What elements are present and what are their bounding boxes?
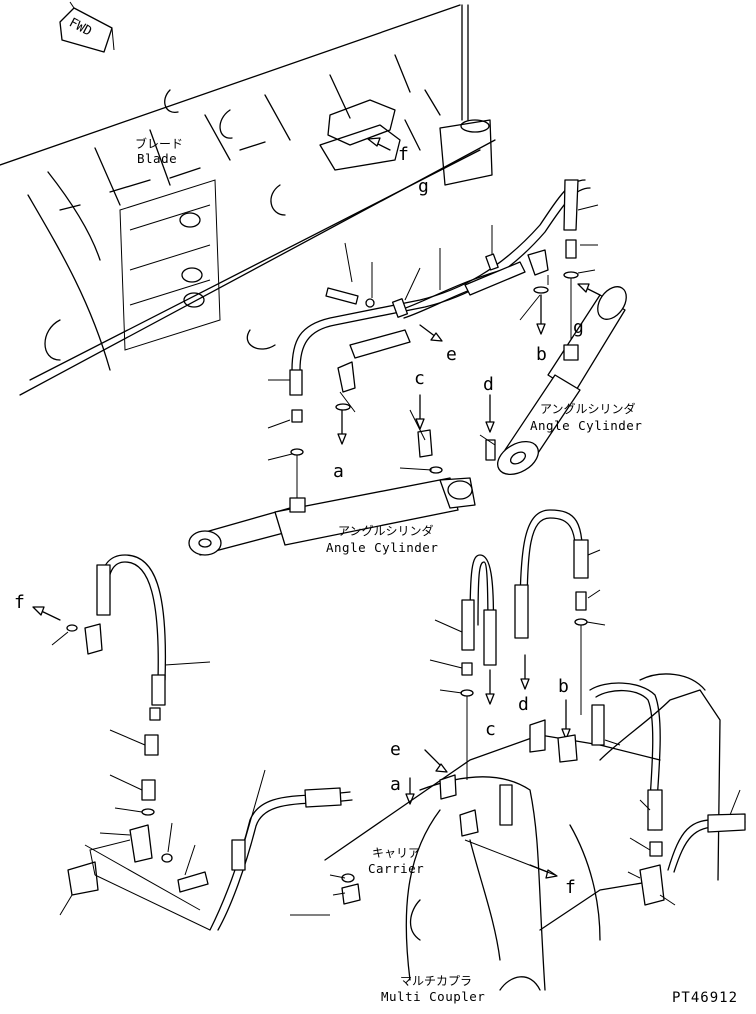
lower-connection-arrows — [405, 654, 571, 879]
angle-cylinder-left-en: Angle Cylinder — [326, 540, 438, 555]
connection-label-f-top: f — [398, 144, 409, 165]
carrier-leader-lines — [290, 739, 741, 916]
left-leader-lines — [51, 631, 266, 916]
angle-cylinder-left — [188, 477, 476, 556]
left-connection-arrow — [32, 606, 61, 621]
fwd-label: FWD — [66, 15, 94, 39]
drawing-code: PT46912 — [672, 990, 738, 1006]
connection-label-b-bottom: b — [558, 676, 569, 697]
blade-label-jp: ブレード — [135, 136, 183, 151]
upper-hose-assembly — [289, 179, 591, 500]
connection-label-b-top: b — [536, 344, 547, 365]
top-mount-rod — [439, 4, 493, 186]
upper-leader-lines — [267, 204, 599, 471]
carrier-label-en: Carrier — [368, 861, 424, 876]
connection-label-e-bottom: e — [390, 739, 401, 760]
blade — [0, 4, 496, 396]
connection-label-f-bottom: f — [565, 877, 576, 898]
carrier-label-jp: キャリア — [372, 846, 420, 860]
connection-label-d-bottom: d — [518, 694, 529, 715]
lower-right-leader-lines — [429, 549, 606, 694]
angle-cylinder-right-en: Angle Cylinder — [530, 418, 642, 433]
connection-label-d-top: d — [483, 374, 494, 395]
left-hose-assembly — [66, 554, 353, 931]
connection-label-c-bottom: c — [485, 719, 496, 740]
connection-label-e-top: e — [446, 344, 457, 365]
upper-connection-arrows — [337, 137, 601, 445]
angle-cylinder-left-jp: アングルシリンダ — [338, 523, 434, 538]
multi-coupler-label-jp: マルチカプラ — [400, 974, 472, 988]
connection-label-a-top: a — [333, 461, 344, 482]
lower-right-hose-assembly — [460, 509, 589, 780]
connection-label-g-top: g — [418, 176, 429, 197]
connection-label-a-bottom: a — [390, 774, 401, 795]
connection-label-f-left: f — [14, 592, 25, 613]
multi-coupler-label-en: Multi Coupler — [381, 989, 485, 1004]
connection-label-g-cyl: g — [573, 317, 584, 338]
angle-cylinder-right — [497, 286, 627, 476]
fwd-direction-arrow: FWD — [59, 1, 115, 53]
blade-label-en: Blade — [137, 151, 177, 166]
connection-label-c-top: c — [414, 368, 425, 389]
carrier — [324, 673, 746, 991]
angle-cylinder-right-jp: アングルシリンダ — [540, 401, 636, 416]
